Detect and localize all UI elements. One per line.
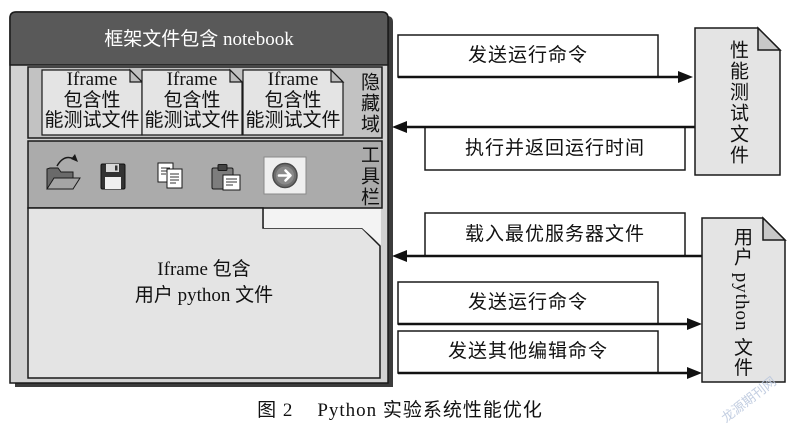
notebook-title: 框架文件包含 notebook	[104, 29, 294, 50]
arrowhead	[392, 250, 407, 262]
flow-box	[397, 34, 659, 78]
hidden-file-2-text: Iframe 包含性 能测试文件	[138, 69, 246, 132]
hidden-file-1-line-2: 包含性	[63, 89, 121, 111]
run-arrow-icon	[272, 162, 298, 189]
open-folder-icon	[46, 154, 81, 190]
main-iframe-text: Iframe 包含 用户 python 文件	[28, 257, 380, 309]
hidden-file-3-line-1: Iframe	[267, 69, 319, 90]
hidden-iframe-file-3	[242, 68, 345, 136]
run-arrow-button	[263, 156, 307, 195]
performance-test-file	[694, 26, 782, 176]
document-fold	[129, 68, 144, 83]
main-iframe-document	[27, 207, 381, 379]
flow-return-run-time	[392, 121, 695, 171]
flow-label-load-server-file: 载入最优服务器文件	[464, 224, 645, 245]
arrowhead	[687, 318, 702, 330]
user-python-file	[701, 216, 787, 383]
flow-send-run-command-2	[397, 281, 702, 330]
main-iframe-line-2: 用户 python 文件	[134, 285, 274, 306]
flow-label-send-run-1: 发送运行命令	[467, 45, 588, 66]
document-fold	[762, 216, 787, 241]
toolbar	[27, 140, 383, 209]
figure-caption: 图 2 Python 实验系统性能优化	[0, 398, 800, 424]
document-shape	[242, 69, 344, 136]
hidden-file-2-line-3: 能测试文件	[144, 110, 240, 131]
hidden-file-1-text: Iframe 包含性 能测试文件	[38, 69, 146, 132]
hidden-file-1-line-3: 能测试文件	[44, 110, 140, 131]
flow-label-send-edit-commands: 发送其他编辑命令	[447, 341, 608, 362]
toolbar-label: 工具栏	[358, 145, 379, 208]
hidden-file-2-line-1: Iframe	[166, 69, 218, 90]
flow-label-send-run-2: 发送运行命令	[467, 292, 588, 313]
main-iframe-fold	[264, 209, 381, 245]
flow-label-return-run-time: 执行并返回运行时间	[464, 138, 645, 159]
save-disk-icon	[100, 163, 126, 190]
figure-title: Python 实验系统性能优化	[317, 400, 543, 421]
document-shape	[694, 27, 781, 176]
hidden-file-1-line-1: Iframe	[66, 69, 118, 90]
document-fold	[330, 68, 345, 83]
flow-send-run-command-1	[397, 34, 693, 83]
main-iframe-line-1: Iframe 包含	[157, 259, 251, 280]
paste-icon	[211, 164, 241, 191]
flow-box	[397, 330, 659, 374]
copy-icon	[157, 162, 183, 189]
flow-box	[397, 281, 659, 325]
hidden-file-3-line-3: 能测试文件	[245, 110, 341, 131]
arrowhead	[392, 121, 407, 133]
user-python-file-label: 用户 python 文件	[731, 227, 752, 378]
flow-load-server-file	[392, 212, 702, 262]
arrowhead	[678, 71, 693, 83]
document-shape	[701, 217, 786, 383]
hidden-file-2-line-2: 包含性	[163, 89, 221, 111]
flow-box	[424, 212, 686, 257]
document-fold	[757, 26, 782, 51]
document-shape	[141, 69, 243, 136]
performance-test-file-label: 性能测试文件	[727, 40, 748, 166]
flow-send-edit-commands	[397, 330, 702, 379]
figure-number: 图 2	[257, 400, 294, 421]
document-fold	[229, 68, 244, 83]
hidden-iframe-file-2	[141, 68, 244, 136]
flow-box	[424, 126, 686, 171]
hidden-area-label: 隐藏域	[358, 72, 379, 135]
notebook-title-bar	[9, 11, 389, 66]
arrowhead	[687, 367, 702, 379]
hidden-file-3-line-2: 包含性	[264, 89, 322, 111]
hidden-file-3-text: Iframe 包含性 能测试文件	[239, 69, 347, 132]
